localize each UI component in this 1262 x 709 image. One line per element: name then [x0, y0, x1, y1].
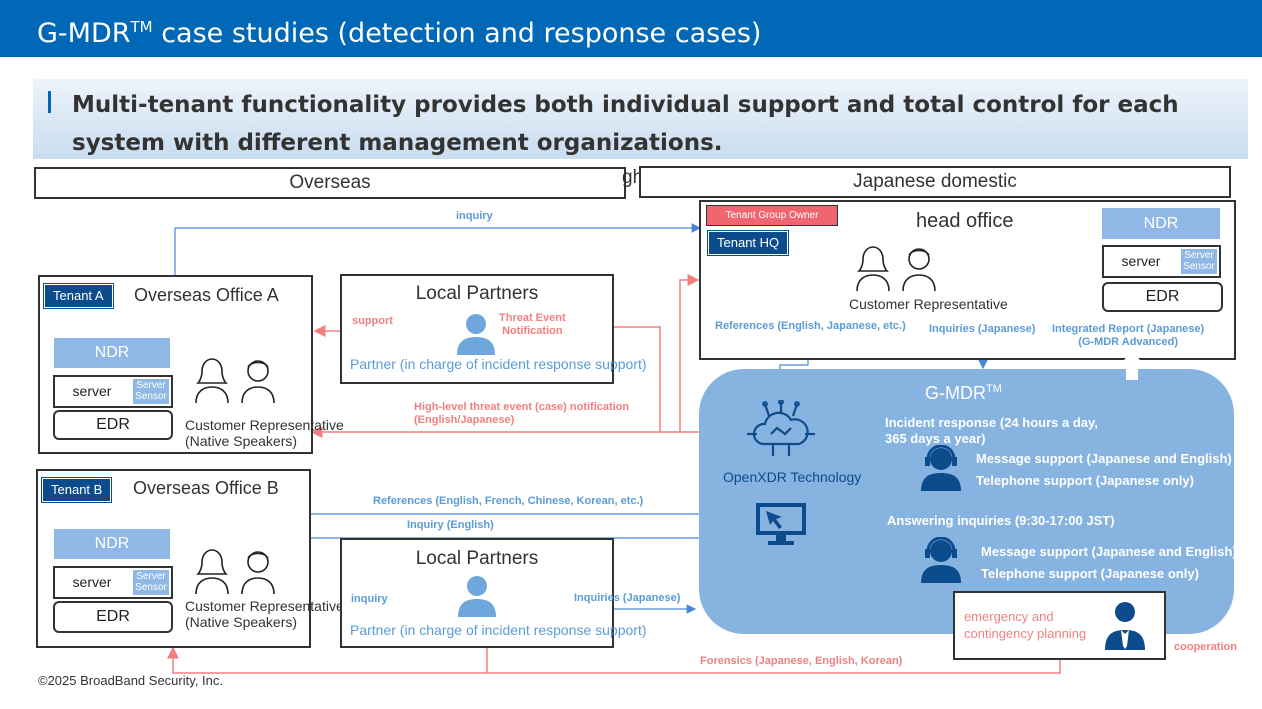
telephone-support-1: Telephone support (Japanese only): [976, 473, 1194, 488]
tenant-b-box: Tenant B Overseas Office B NDR server Se…: [36, 469, 344, 648]
g-mdr-area: [699, 369, 1234, 634]
arrow-forensics: [167, 646, 1061, 674]
label-high-level: High-level threat event (case) notificat…: [414, 401, 630, 426]
tenant-a-badge: Tenant A: [43, 283, 114, 309]
tenant-a-edr: EDR: [53, 410, 173, 440]
arrow-to-hq: [679, 274, 700, 432]
label-refs-hq: References (English, Japanese, etc.): [715, 320, 906, 332]
partner-icon: [456, 313, 496, 360]
tenant-b-ndr: NDR: [54, 529, 170, 559]
tenant-a-server: server Server Sensor: [53, 375, 173, 408]
title-bar: G-MDRTM case studies (detection and resp…: [0, 0, 1262, 57]
local-partners-bottom: Local Partners Partner (in charge of inc…: [340, 538, 647, 648]
tenant-a-ndr: NDR: [54, 338, 170, 368]
partner-icon: [457, 575, 497, 622]
monitor-icon: [754, 501, 808, 552]
head-office-title: head office: [916, 210, 1014, 232]
banner-accent: [48, 91, 51, 113]
tenant-b-badge: Tenant B: [40, 477, 113, 503]
tenant-a-box: Tenant A Overseas Office A NDR server Se…: [38, 275, 344, 454]
label-inquiry-top: inquiry: [456, 210, 493, 222]
consultant-icon: [1105, 600, 1145, 655]
label-integrated-report: Integrated Report (Japanese) (G-MDR Adva…: [1052, 323, 1205, 348]
label-forensics: Forensics (Japanese, English, Korean): [700, 655, 903, 667]
emergency-planning-label: emergency and contingency planning: [964, 609, 1087, 641]
tenant-b-edr: EDR: [53, 601, 173, 633]
hq-rep: Customer Representative: [849, 296, 1008, 312]
overseas-header: Overseas: [34, 167, 626, 199]
label-inquiry-en: Inquiry (English): [407, 519, 494, 531]
partners-top-desc: Partner (in charge of incident response …: [350, 356, 647, 372]
local-partners-top: Local Partners Partner (in charge of inc…: [340, 274, 647, 384]
server-sensor-tag: Server Sensor: [133, 379, 169, 404]
label-inquiries-hq: Inquiries (Japanese): [929, 323, 1036, 335]
domestic-header: Japanese domestic: [639, 166, 1231, 198]
overseas-ghost-text: gh: [622, 167, 644, 188]
label-refs-b: References (English, French, Chinese, Ko…: [373, 495, 644, 507]
emergency-planning-box: emergency and contingency planning: [953, 591, 1166, 660]
cloud-network-icon: [745, 399, 817, 465]
tenant-group-owner-badge: Tenant Group Owner: [706, 205, 838, 226]
head-office-box: Tenant Group Owner Tenant HQ head office…: [699, 200, 1236, 360]
tenant-a-rep: Customer Representative (Native Speakers…: [185, 417, 344, 449]
headline-banner: Multi-tenant functionality provides both…: [33, 79, 1248, 159]
partners-top-title: Local Partners: [415, 283, 539, 304]
message-support-2: Message support (Japanese and English): [981, 544, 1234, 559]
partners-bottom-title: Local Partners: [415, 548, 539, 569]
message-support-1: Message support (Japanese and English): [976, 451, 1232, 466]
support-agent-icon: [921, 444, 961, 496]
hq-edr: EDR: [1102, 282, 1223, 312]
page-title: G-MDRTM case studies (detection and resp…: [37, 18, 762, 49]
answering-inquiries: Answering inquiries (9:30-17:00 JST): [887, 513, 1115, 528]
label-inquiry-local: inquiry: [351, 593, 388, 605]
tenant-b-server: server Server Sensor: [53, 566, 173, 599]
up-arrow-icon: [1116, 350, 1148, 387]
customer-representatives-icon: [192, 548, 282, 594]
tenant-b-title: Overseas Office B: [133, 478, 279, 498]
label-threat-event: Threat Event Notification: [499, 312, 566, 337]
server-sensor-tag: Server Sensor: [1181, 249, 1217, 274]
hq-server: server Server Sensor: [1102, 245, 1221, 278]
telephone-support-2: Telephone support (Japanese only): [981, 566, 1199, 581]
partners-bottom-desc: Partner (in charge of incident response …: [350, 622, 647, 638]
tenant-b-rep: Customer Representative (Native Speakers…: [185, 598, 344, 630]
label-cooperation: cooperation: [1174, 641, 1237, 653]
g-mdr-title: G-MDRTM: [925, 383, 1002, 403]
incident-response: Incident response (24 hours a day, 365 d…: [885, 415, 1098, 446]
label-support: support: [352, 315, 393, 327]
support-agent-icon: [921, 536, 961, 588]
headline-text: Multi-tenant functionality provides both…: [72, 92, 1179, 156]
tenant-hq-badge: Tenant HQ: [706, 230, 790, 256]
hq-ndr: NDR: [1102, 208, 1220, 239]
tenant-a-title: Overseas Office A: [134, 285, 279, 305]
label-inquiries-local: Inquiries (Japanese): [574, 592, 681, 604]
customer-representatives-icon: [853, 245, 943, 291]
arrow-inquiry-top: [174, 223, 702, 275]
server-sensor-tag: Server Sensor: [133, 570, 169, 595]
openxdr-label: OpenXDR Technology: [723, 469, 862, 485]
copyright: ©2025 BroadBand Security, Inc.: [38, 673, 223, 688]
customer-representatives-icon: [192, 357, 282, 403]
